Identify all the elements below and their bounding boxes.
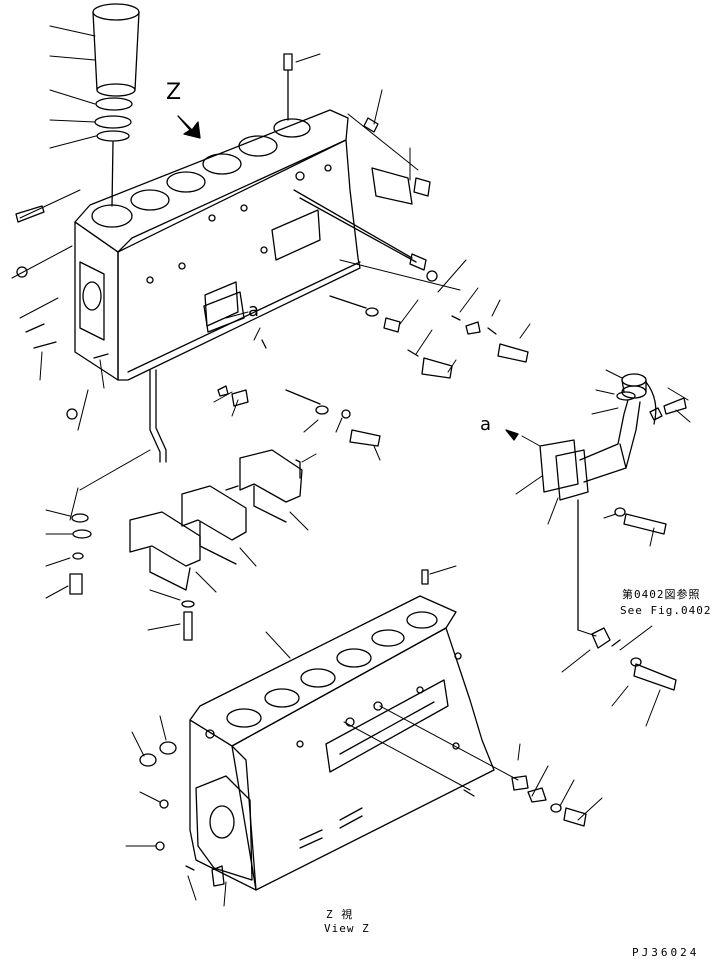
- cylinder-block-upper: [74, 109, 361, 381]
- oil-pipe: [69, 369, 167, 521]
- view-z-label: Z: [166, 80, 182, 105]
- view-caption-jp: Z 視: [326, 908, 354, 921]
- reference-jp: 第0402図参照: [622, 588, 701, 601]
- leader-lines-upper-left: [11, 25, 105, 431]
- cylinder-block-lower: [125, 565, 603, 907]
- lower-left-fasteners: [45, 509, 92, 599]
- view-arrow-icon: [177, 115, 201, 139]
- main-bearing-caps: [129, 449, 317, 641]
- water-pipe-assembly: [505, 369, 691, 727]
- detail-a-label-pipe: a: [480, 414, 492, 435]
- drawing-code: PJ36024: [632, 946, 700, 959]
- reference-en: See Fig.0402: [620, 604, 712, 617]
- view-caption-en: View Z: [324, 922, 370, 935]
- upper-fasteners: [15, 53, 531, 461]
- cylinder-liner: [92, 3, 140, 207]
- detail-a-label-block: a: [248, 300, 260, 321]
